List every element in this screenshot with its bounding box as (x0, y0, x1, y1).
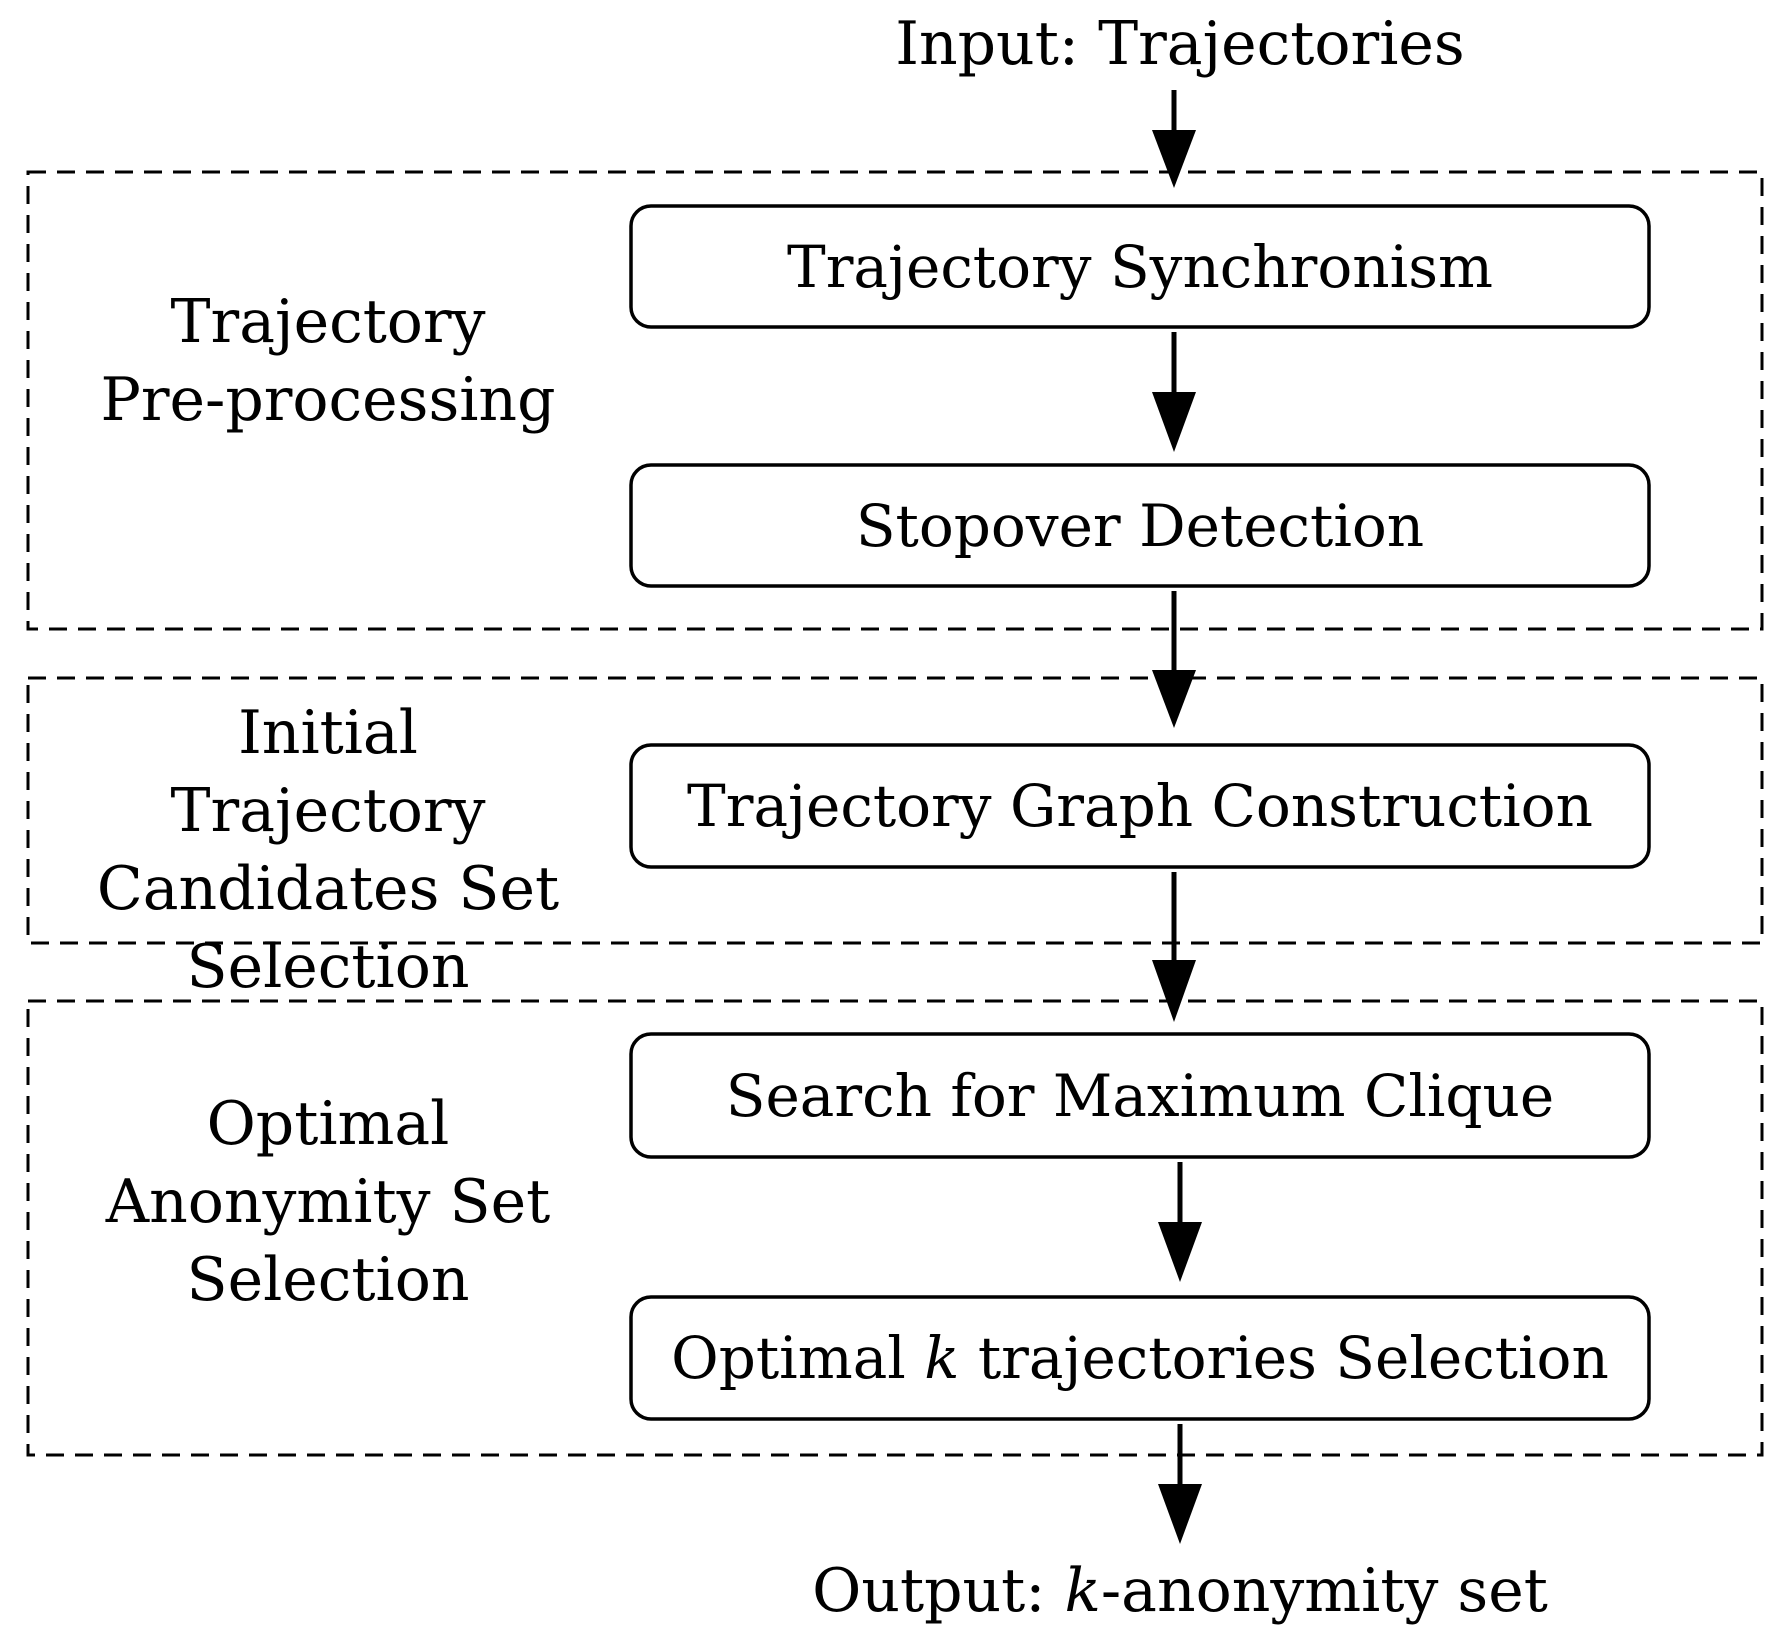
output-variable: k (1064, 1556, 1101, 1626)
output-suffix: -anonymity set (1100, 1556, 1548, 1626)
arrow-clique-to-selection (1158, 1162, 1202, 1282)
stage-label-line: Optimal (206, 1089, 450, 1159)
stage-anonymity-container (26, 999, 1764, 1457)
stage-label-preprocessing: Trajectory Pre-processing (78, 283, 578, 439)
step-box-maximum-clique (629, 1032, 1651, 1159)
stage-label-line: Anonymity Set (105, 1167, 551, 1237)
step-label-stopover: Stopover Detection (855, 492, 1425, 560)
step-label-graph-construction: Trajectory Graph Construction (687, 772, 1593, 840)
output-label: Output: k-anonymity set (700, 1561, 1660, 1621)
stage-label-line: Pre-processing (100, 365, 556, 435)
stage-label-line: Candidates Set (96, 854, 560, 924)
arrow-stopover-to-graph (1152, 591, 1196, 728)
step-box-optimal-selection (629, 1295, 1651, 1421)
stage-candidates-container (26, 676, 1764, 945)
step-label-synchronism: Trajectory Synchronism (787, 233, 1493, 301)
step-box-stopover (629, 463, 1651, 588)
stage-label-line: Selection (186, 1245, 470, 1315)
stage-preprocessing-container (26, 170, 1764, 631)
input-label: Input: Trajectories (895, 9, 1465, 79)
step-label-optimal-selection: Optimal k trajectories Selection (631, 1329, 1649, 1387)
arrow-output (1158, 1424, 1202, 1544)
output-prefix: Output: (812, 1556, 1065, 1626)
stage-label-line: Selection (186, 932, 470, 1002)
step-label-maximum-clique: Search for Maximum Clique (725, 1062, 1555, 1130)
step-box-synchronism (629, 204, 1651, 329)
step-label-optimal-variable: k (924, 1324, 960, 1392)
step-box-graph-construction (629, 743, 1651, 869)
arrow-input (1152, 90, 1196, 188)
stage-label-anonymity: Optimal Anonymity Set Selection (78, 1085, 578, 1319)
arrow-sync-to-stopover (1152, 332, 1196, 452)
stage-label-line: Trajectory (170, 287, 486, 357)
stage-label-candidates: Initial Trajectory Candidates Set Select… (78, 694, 578, 1006)
step-label-optimal-suffix: trajectories Selection (959, 1324, 1609, 1392)
stage-label-line: Initial Trajectory (170, 698, 486, 846)
step-label-optimal-prefix: Optimal (671, 1324, 925, 1392)
arrow-graph-to-clique (1152, 872, 1196, 1022)
